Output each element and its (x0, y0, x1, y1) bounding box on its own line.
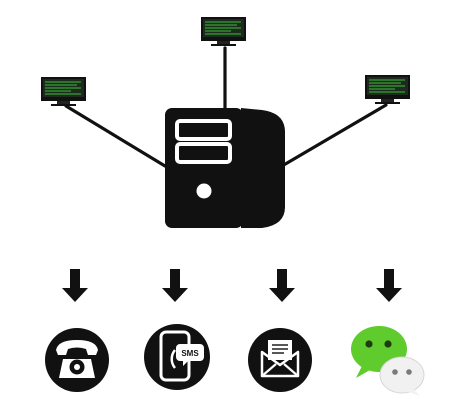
connection-lines (64, 46, 388, 168)
connection-line-right (280, 103, 388, 168)
monitor-icon (41, 77, 86, 106)
arrow-down-icon (162, 269, 188, 302)
telephone-icon (45, 328, 109, 392)
monitor-left (41, 77, 86, 106)
sms-icon: SMS (144, 324, 210, 390)
arrows (62, 269, 402, 302)
monitor-icon (365, 75, 410, 104)
monitor-icon (201, 17, 246, 46)
arrow-down-icon (376, 269, 402, 302)
arrow-down-icon (269, 269, 295, 302)
connection-line-left (64, 104, 167, 168)
monitor-top (201, 17, 246, 46)
server-tower-icon (165, 108, 285, 228)
arrow-down-icon (62, 269, 88, 302)
monitor-right (365, 75, 410, 104)
wechat-icon (351, 326, 425, 396)
sms-label: SMS (181, 349, 199, 358)
email-icon (248, 328, 312, 392)
